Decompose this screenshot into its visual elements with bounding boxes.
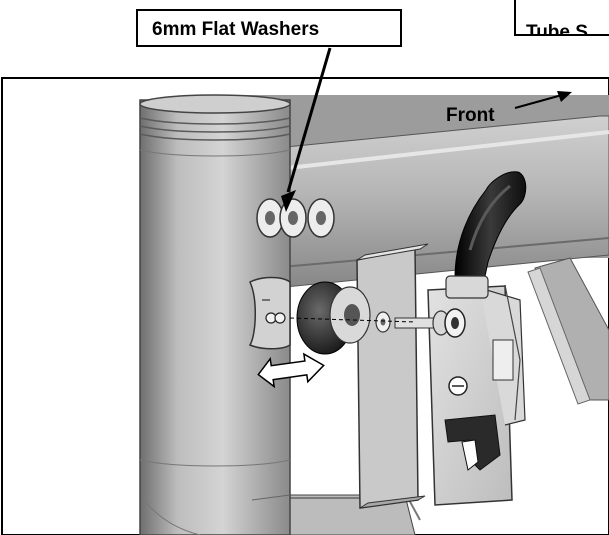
flat-washers <box>256 198 335 238</box>
flat-washers-label: 6mm Flat Washers <box>152 19 320 40</box>
tube-spacer-label-line1 <box>526 0 609 10</box>
tube-spacer-callout: Tube S <box>514 0 609 36</box>
adjuster-knob <box>248 276 291 350</box>
bolt-assembly <box>375 308 466 338</box>
horizontal-tube <box>254 115 609 291</box>
front-direction-label: Front <box>446 105 495 126</box>
lever-collar <box>445 275 489 299</box>
rubber-grommet <box>296 281 371 355</box>
washer-3 <box>307 198 335 238</box>
washers-leader-line <box>281 47 332 212</box>
double-arrow-icon <box>257 352 325 389</box>
arrow-right-icon <box>514 91 572 109</box>
flat-washers-callout: 6mm Flat Washers <box>136 9 402 47</box>
latch-plate <box>427 284 526 506</box>
u-bracket <box>356 243 429 509</box>
washer-1 <box>256 198 284 238</box>
diagonal-brace <box>527 257 609 405</box>
lever-grip <box>454 171 527 291</box>
tube-spacer-label-line2: Tube S <box>526 22 588 36</box>
